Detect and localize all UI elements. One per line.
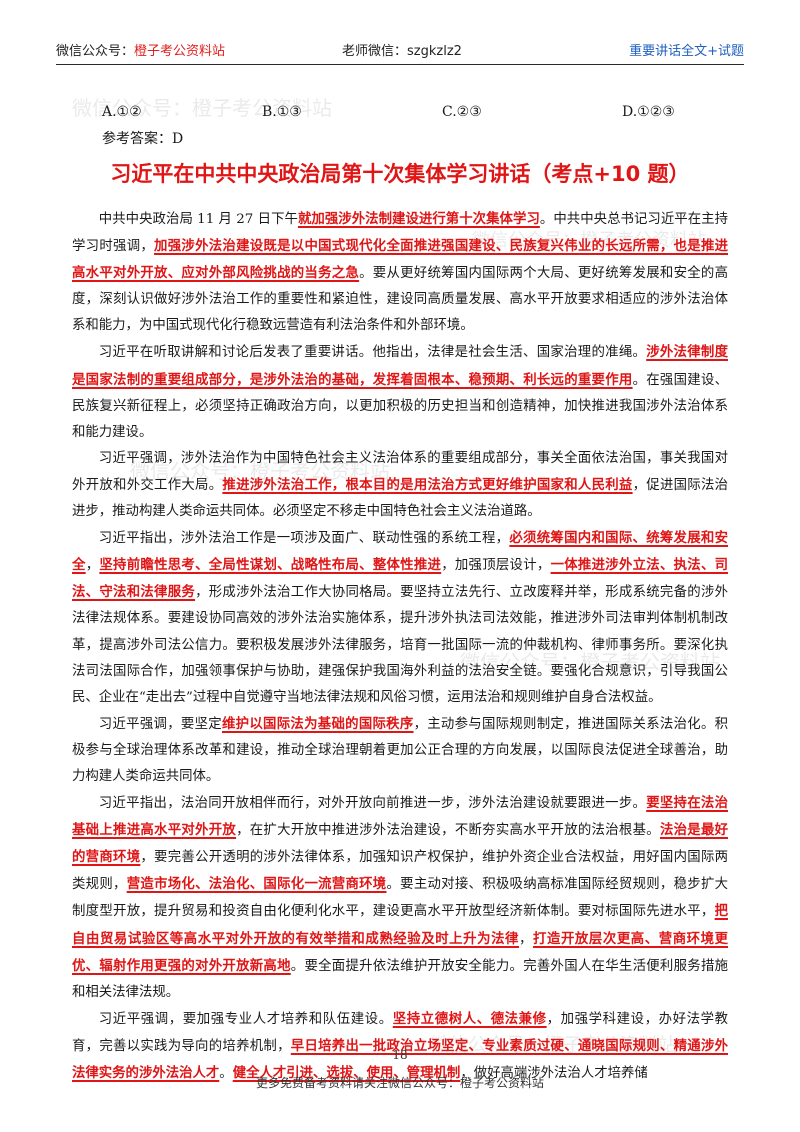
text-run: 习近平指出，涉外法治工作是一项涉及面广、联动性强的系统工程， [98,531,510,547]
text-run: ，加强学科建设，办好法学教育，完善以实践为导向的培养机制， [72,1011,729,1054]
key-point: 法治是最好的营商环境 [72,822,729,866]
page-title: 习近平在中共中央政治局第十次集体学习讲话（考点+10 题） [110,162,690,186]
page-footer: 更多免费备考资料请关注微信公众号：橙子考公资料站 [255,1076,544,1090]
text-run: 。 [219,1066,233,1081]
page-header: 微信公众号：橙子考公资料站 老师微信：szgkzlz2 重要讲话全文+试题 [56,40,744,62]
text-run: ，主动参与国际规则制定，推进国际关系法治化。积极参与全球治理体系改革和建设，推动… [72,716,729,784]
header-teacher-wechat: 老师微信：szgkzlz2 [342,44,462,59]
key-point: 坚持立德树人、德法兼修 [392,1010,547,1027]
key-point: 坚持前瞻性思考、全局性谋划、战略性布局、整体性推进 [99,557,442,574]
text-run: ， [519,931,534,947]
option-a: A.①② [102,104,142,120]
option-b: B.①③ [262,104,302,120]
key-point: 维护以国际法为基础的国际秩序 [221,715,414,732]
option-c: C.②③ [442,104,482,120]
key-point: 涉外法律制度是国家法制的重要组成部分，是涉外法治的基础，发挥着固根本、稳预期、利… [72,344,729,388]
text-run: 。在强国建设、民族复兴新征程上，必须坚持正确政治方向，以更加积极的历史担当和创造… [72,372,729,440]
article-body: 中共中央政治局 11 月 27 日下午就加强涉外法制建设进行第十次集体学习。中共… [72,206,728,1087]
reference-answer: 参考答案：D [102,131,184,147]
text-run: 习近平指出，法治同开放相伴而行，对外开放向前推进一步，涉外法治建设就要跟进一步。 [98,796,647,812]
paragraph: 习近平强调，涉外法治作为中国特色社会主义法治体系的重要组成部分，事关全面依法治国… [72,446,728,525]
text-run: 。要全面提升依法维护开放安全能力。完善外国人在华生活便利服务措施和相关法律法规。 [72,958,729,1000]
paragraph: 习近平在听取讲解和讨论后发表了重要讲话。他指出，法律是社会生活、国家治理的准绳。… [72,339,728,445]
text-run: 习近平强调，要坚定 [98,716,222,732]
text-run: 。要主动对接、积极吸纳高标准国际经贸规则，稳步扩大制度型开放，提升贸易和投资自由… [72,877,729,920]
paragraph: 习近平强调，要加强专业人才培养和队伍建设。坚持立德树人、德法兼修，加强学科建设，… [72,1006,728,1087]
text-run: ，要完善公开透明的涉外法律体系，加强知识产权保护，维护外资企业合法权益，用好国内… [72,850,729,893]
key-point: 健全人才引进、选拔、使用、管理机制 [232,1065,461,1081]
paragraph: 习近平指出，法治同开放相伴而行，对外开放向前推进一步，涉外法治建设就要跟进一步。… [72,790,728,1006]
text-run: 。要从更好统筹国内国际两个大局、更好统筹发展和安全的高度，深刻认识做好涉外法治工… [72,266,728,334]
key-point: 推进涉外法治工作，根本目的是用法治方式更好维护国家和人民利益 [222,476,633,493]
text-run: 习近平强调，涉外法治作为中国特色社会主义法治体系的重要组成部分，事关全面依法治国… [72,450,728,493]
text-run: 中共中央政治局 11 月 27 日下午 [98,212,298,227]
key-point: 把自由贸易试验区等高水平对外开放的有效举措和成熟经验及时上升为法律 [72,903,728,947]
header-divider [56,64,744,65]
key-point: 加强涉外法治建设既是以中国式现代化全面推进强国建设、民族复兴伟业的长远所需，也是… [72,238,729,282]
text-run: ， [85,558,100,574]
page-number: 18 [392,1048,408,1062]
key-point: 就加强涉外法制建设进行第十次集体学习 [297,211,540,227]
paragraph: 中共中央政治局 11 月 27 日下午就加强涉外法制建设进行第十次集体学习。中共… [72,206,728,339]
key-point: 早日培养出一批政治立场坚定、专业素质过硬、通晓国际规则、精通涉外法律实务的涉外法… [72,1037,729,1081]
paragraph: 习近平强调，要坚定维护以国际法为基础的国际秩序，主动参与国际规则制定，推进国际关… [72,711,728,790]
text-run: ，在扩大开放中推进涉外法治建设，不断夯实高水平开放的法治根基。 [236,823,660,839]
header-section-title: 重要讲话全文+试题 [629,44,744,59]
option-d: D.①②③ [622,104,675,120]
text-run: ，促进国际法治进步，推动构建人类命运共同体。必须坚定不移走中国特色社会主义法治道… [72,477,729,520]
key-point: 要坚持在法治基础上推进高水平对外开放 [72,795,729,839]
key-point: 一体推进涉外立法、执法、司法、守法和法律服务 [72,557,729,601]
text-run: 习近平在听取讲解和讨论后发表了重要讲话。他指出，法律是社会生活、国家治理的准绳。 [98,345,647,361]
text-run: ，加强顶层设计， [441,558,551,574]
text-run: ，形成涉外法治工作大协同格局。要坚持立法先行、立改废释并举，形成系统完备的涉外法… [72,585,729,705]
paragraph: 习近平指出，涉外法治工作是一项涉及面广、联动性强的系统工程，必须统筹国内和国际、… [72,525,728,711]
key-point: 营造市场化、法治化、国际化一流营商环境 [126,876,387,893]
key-point: 必须统筹国内和国际、统筹发展和安全 [72,530,729,574]
text-run: 。中共中央总书记习近平在主持学习时强调， [72,212,729,255]
text-run: 习近平强调，要加强专业人才培养和队伍建设。 [98,1011,393,1027]
text-run: ，做好高端涉外法治人才培养储 [460,1066,648,1081]
header-wechat-account: 微信公众号：橙子考公资料站 [56,44,226,59]
key-point: 打造开放层次更高、营商环境更优、辐射作用更强的对外开放新高地 [72,930,729,974]
